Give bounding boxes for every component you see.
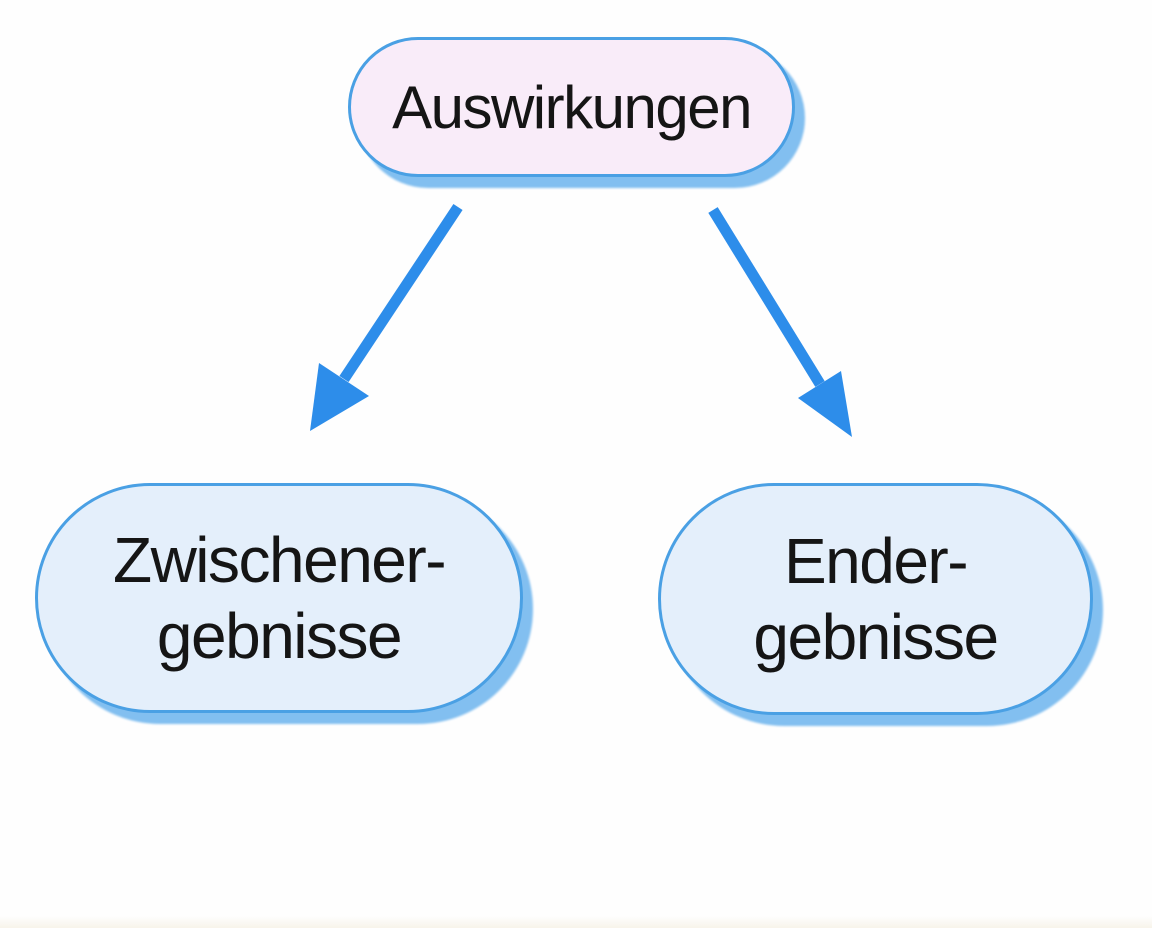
arrowhead-icon bbox=[310, 363, 369, 431]
arrowhead-icon bbox=[798, 371, 852, 437]
node-label-line2: gebnisse bbox=[156, 600, 403, 672]
node-zwischenergebnisse: Zwischener- gebnisse bbox=[35, 483, 523, 713]
node-label-line1: Ender- bbox=[783, 525, 969, 597]
node-label-line2: gebnisse bbox=[753, 601, 999, 673]
bottom-artifact-band bbox=[0, 916, 1152, 928]
arrow-to-zwischenergebnisse bbox=[310, 203, 463, 431]
arrow-shaft bbox=[339, 203, 463, 383]
node-label: Auswirkungen bbox=[392, 73, 752, 141]
node-auswirkungen: Auswirkungen bbox=[348, 37, 795, 177]
node-label-line1: Zwischener- bbox=[112, 524, 447, 596]
arrow-shaft bbox=[708, 207, 825, 387]
arrow-to-endergebnisse bbox=[708, 207, 852, 437]
node-endergebnisse: Ender- gebnisse bbox=[658, 483, 1093, 715]
